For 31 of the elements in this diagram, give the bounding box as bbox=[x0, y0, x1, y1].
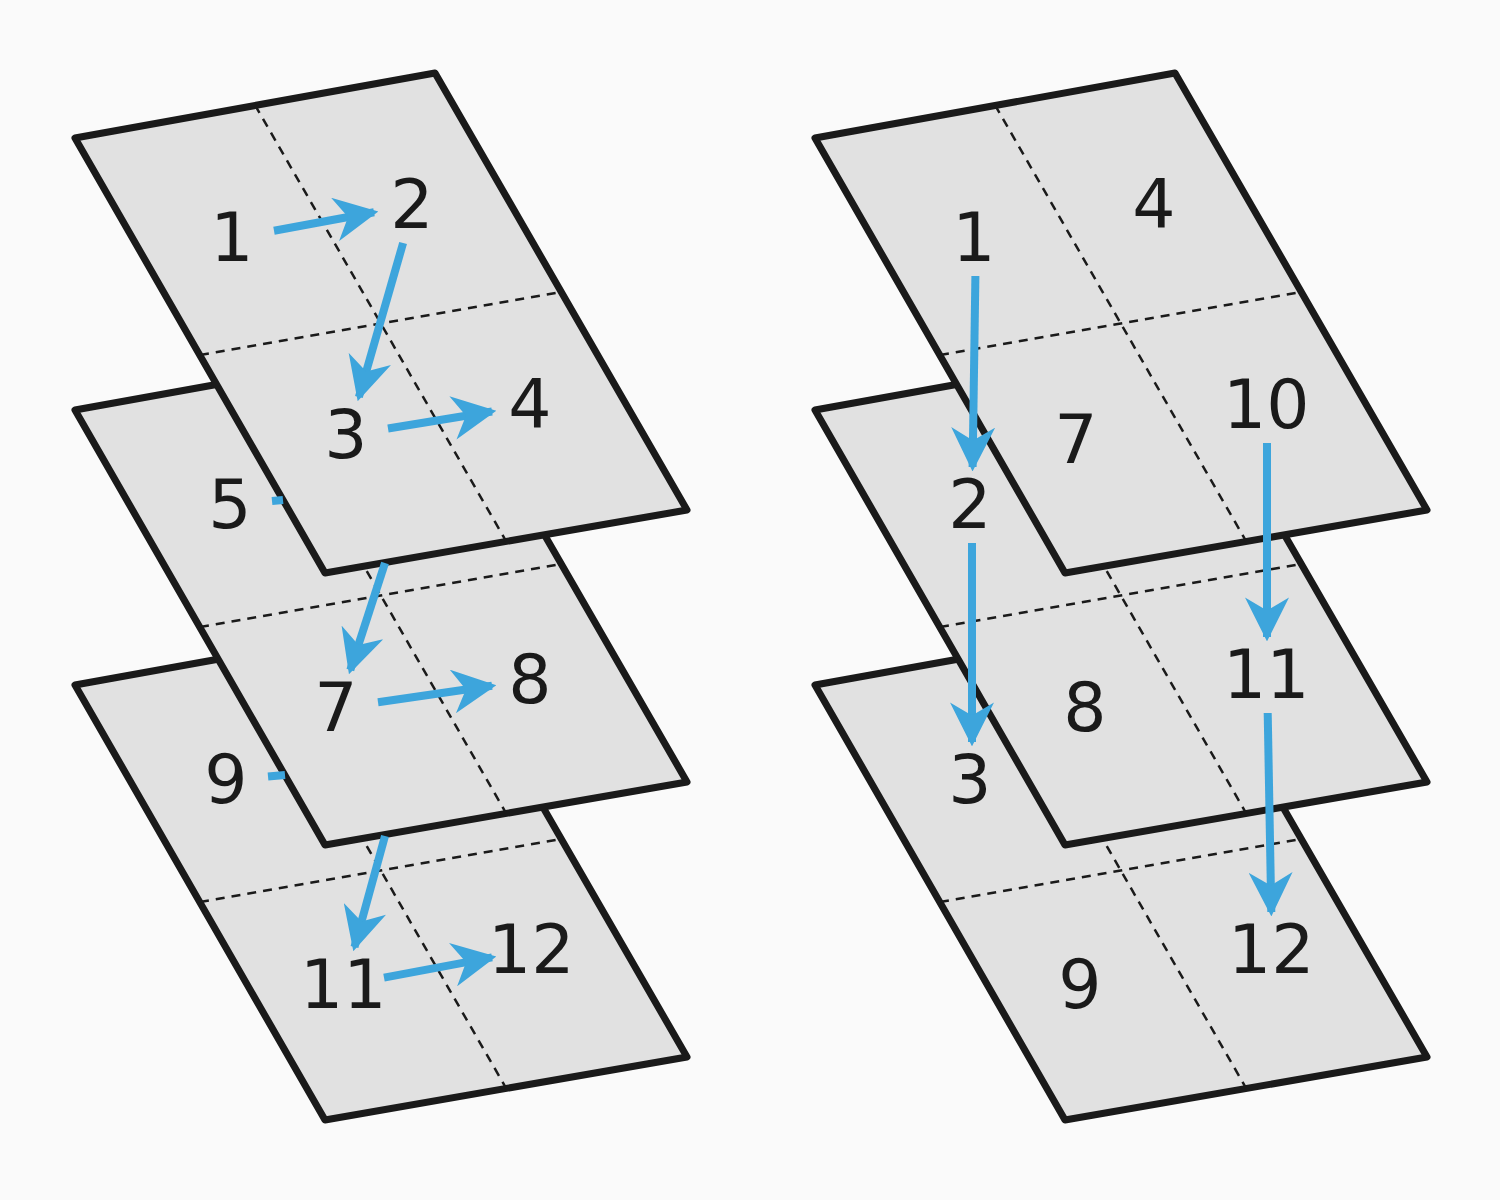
page-number: 12 bbox=[488, 912, 572, 988]
page-number: 4 bbox=[488, 367, 572, 443]
arrow bbox=[387, 396, 497, 440]
page-number: 8 bbox=[1043, 670, 1127, 746]
page-number: 12 bbox=[1228, 912, 1312, 988]
arrow bbox=[341, 561, 389, 675]
arrow bbox=[1245, 443, 1289, 642]
page-number: 11 bbox=[300, 947, 384, 1023]
page-number: 8 bbox=[488, 642, 572, 718]
page-number: 5 bbox=[188, 467, 272, 543]
page-number: 1 bbox=[190, 200, 274, 276]
page-number: 7 bbox=[1034, 402, 1118, 478]
arrow bbox=[343, 834, 389, 952]
arrow bbox=[383, 943, 497, 987]
arrow bbox=[1248, 712, 1293, 917]
page-number: 3 bbox=[304, 397, 388, 473]
page-number: 1 bbox=[932, 200, 1016, 276]
arrow bbox=[377, 669, 497, 714]
page-number: 3 bbox=[928, 742, 1012, 818]
arrow bbox=[951, 275, 996, 472]
page-number: 9 bbox=[1038, 947, 1122, 1023]
page-number: 4 bbox=[1112, 167, 1196, 243]
page-number: 10 bbox=[1223, 367, 1307, 443]
page-number: 2 bbox=[928, 467, 1012, 543]
arrow bbox=[950, 543, 994, 747]
arrow bbox=[348, 241, 407, 402]
page-number: 11 bbox=[1223, 637, 1307, 713]
page-number: 7 bbox=[294, 670, 378, 746]
page-number: 9 bbox=[184, 742, 268, 818]
arrow bbox=[273, 197, 379, 242]
page-number: 2 bbox=[370, 167, 454, 243]
